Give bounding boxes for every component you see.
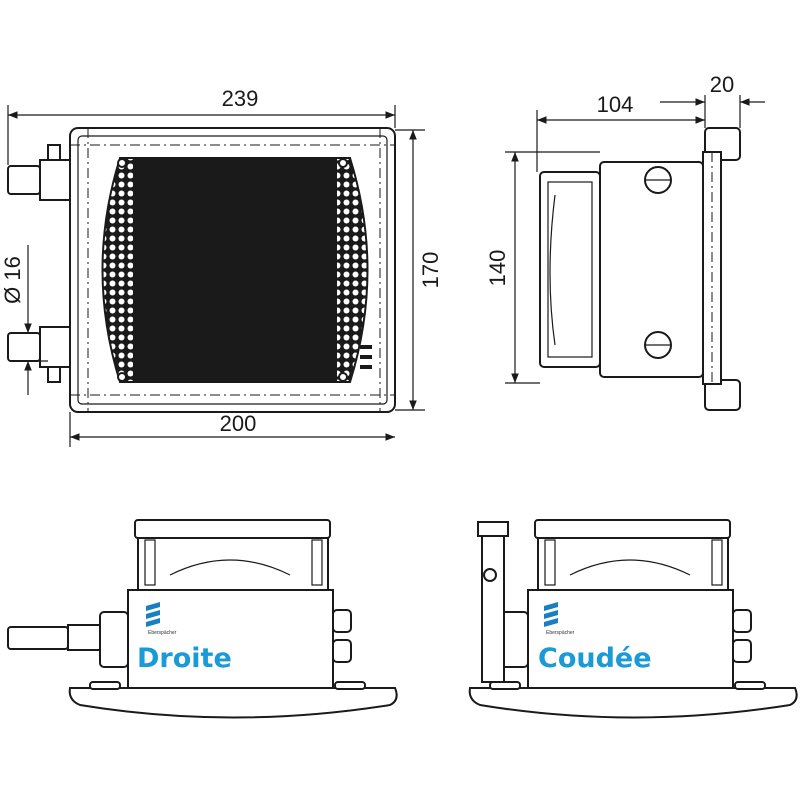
svg-text:Eberspächer: Eberspächer: [148, 630, 177, 636]
outlet-pipe: [7, 326, 71, 383]
front-view: 239 200 170 Ø 16: [0, 86, 443, 447]
eberspacher-logo: Eberspächer: [146, 602, 177, 636]
variant-straight: Eberspächer Droite: [7, 519, 398, 719]
dim-170: 170: [418, 252, 443, 289]
core: [133, 158, 337, 382]
label-droite: Droite: [137, 643, 232, 674]
dim-20: 20: [710, 72, 734, 97]
dim-239: 239: [222, 86, 259, 111]
dim-diameter: Ø 16: [0, 256, 25, 304]
dim-104: 104: [597, 92, 634, 117]
label-coudee: Coudée: [538, 643, 652, 674]
side-view: 104 20 140: [485, 72, 765, 411]
dim-140: 140: [485, 250, 510, 287]
inlet-pipe: [7, 144, 71, 201]
svg-text:Eberspächer: Eberspächer: [546, 630, 575, 636]
logo-mark: [360, 345, 372, 369]
dim-200: 200: [220, 411, 257, 436]
variant-angled: Eberspächer Coudée: [468, 519, 798, 719]
eberspacher-logo: Eberspächer: [544, 602, 575, 636]
